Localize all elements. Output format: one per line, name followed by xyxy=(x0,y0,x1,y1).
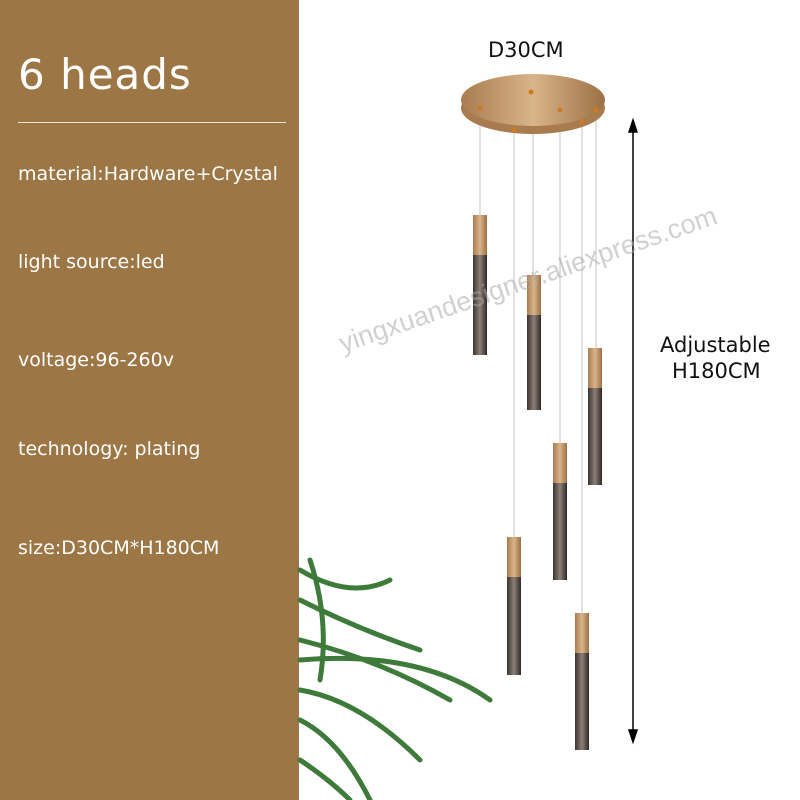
pendant xyxy=(553,443,567,580)
pendant xyxy=(527,275,541,410)
heads-title: 6 heads xyxy=(18,50,192,99)
divider xyxy=(18,122,286,123)
spec-material: material:Hardware+Crystal xyxy=(18,163,278,185)
diameter-label: D30CM xyxy=(488,38,564,62)
pendant xyxy=(588,348,602,485)
canopy xyxy=(461,74,605,134)
spec-light-source: light source:led xyxy=(18,251,165,273)
pendant xyxy=(575,613,589,750)
height-arrow xyxy=(627,117,639,745)
cables xyxy=(479,95,597,613)
info-panel: 6 heads material:Hardware+Crystal light … xyxy=(0,0,299,800)
spec-size: size:D30CM*H180CM xyxy=(18,537,220,559)
height-label-line1: Adjustable xyxy=(660,333,771,357)
height-label-line2: H180CM xyxy=(672,359,761,383)
spec-technology: technology: plating xyxy=(18,438,201,460)
pendants xyxy=(473,215,602,750)
pendant xyxy=(507,537,521,675)
pendant xyxy=(473,215,487,355)
spec-voltage: voltage:96-260v xyxy=(18,349,174,371)
plant-leaves xyxy=(297,557,493,800)
